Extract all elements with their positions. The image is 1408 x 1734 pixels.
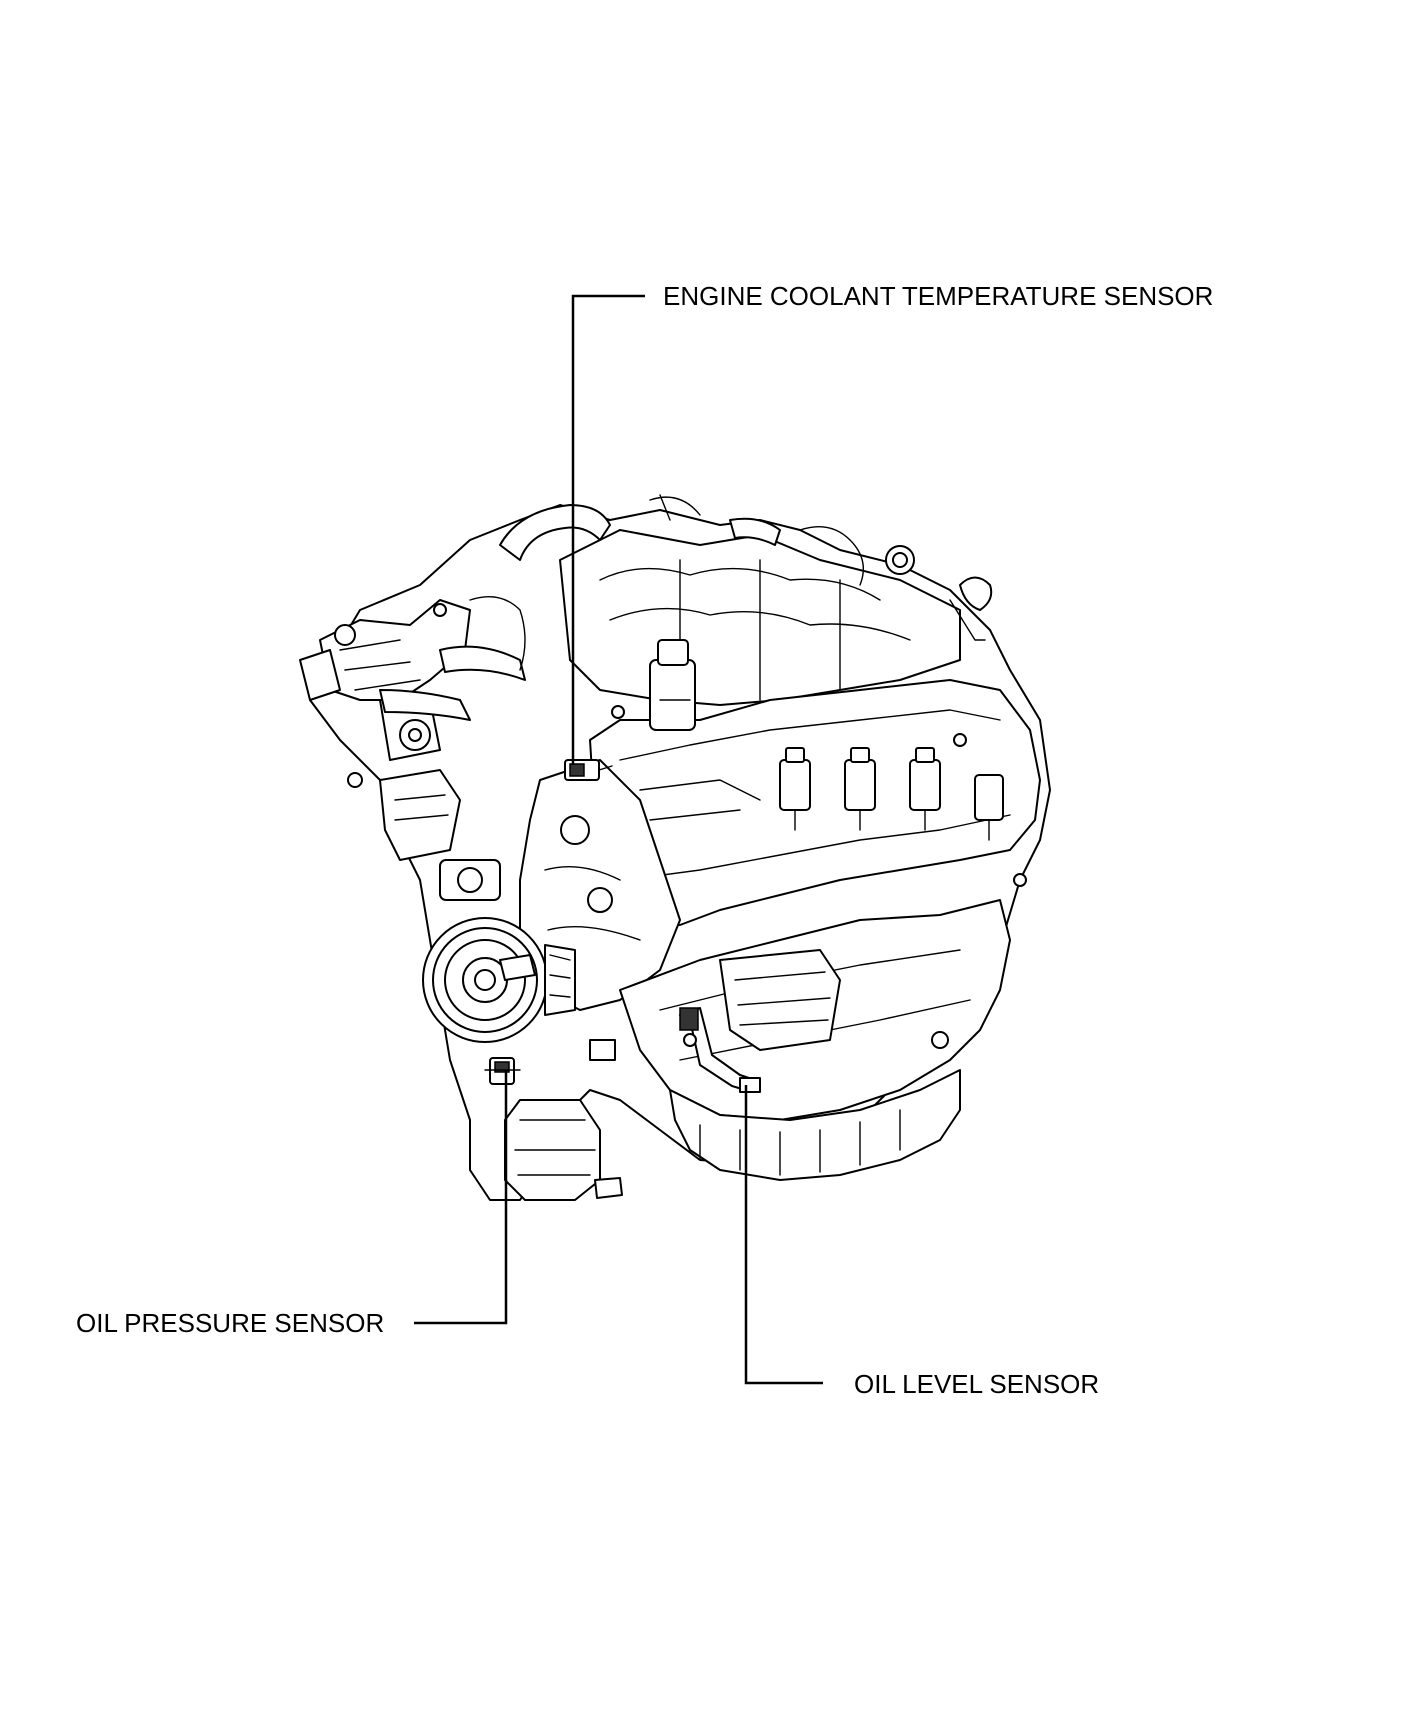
label-oil-pressure-sensor: OIL PRESSURE SENSOR: [76, 1308, 384, 1338]
oil-level-sensor-bracket: [719, 949, 841, 1051]
leader-lines: [414, 294, 823, 1385]
label-oil-level-sensor: OIL LEVEL SENSOR: [854, 1369, 1099, 1399]
label-engine-coolant-temperature-sensor: ENGINE COOLANT TEMPERATURE SENSOR: [663, 281, 1213, 311]
engine-illustration: [299, 494, 1051, 1201]
leader-oil-pressure-sensor: [414, 1070, 508, 1325]
crankshaft-pulley: [422, 917, 548, 1043]
leader-oil-level-sensor: [744, 1085, 823, 1385]
oil-pressure-sensor-part: [484, 1057, 521, 1085]
ignition-coils: [779, 747, 1004, 821]
leader-engine-coolant-temperature-sensor: [571, 294, 645, 765]
